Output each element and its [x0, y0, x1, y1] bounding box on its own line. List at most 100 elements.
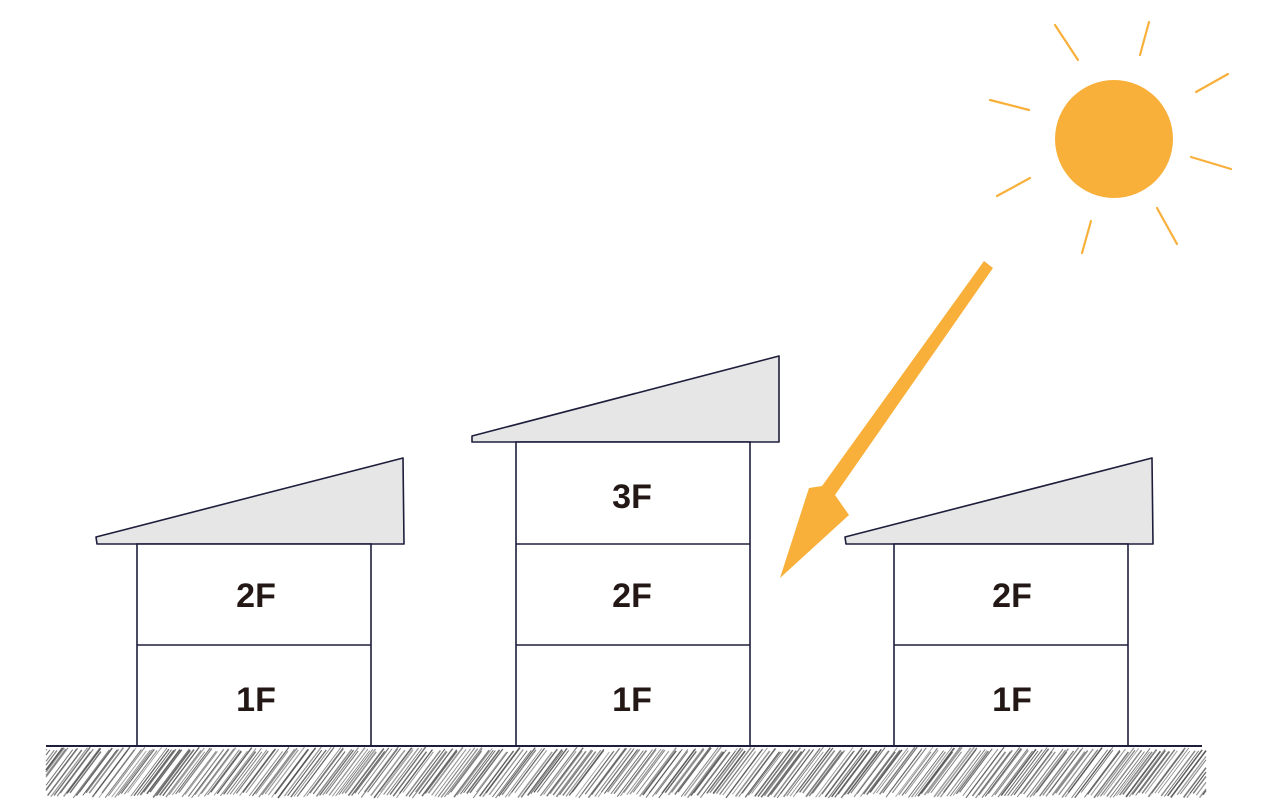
hatch-stroke [517, 751, 553, 798]
hatch-stroke [363, 746, 399, 793]
hatch-stroke [955, 750, 989, 795]
hatch-stroke [319, 749, 355, 796]
hatch-stroke [1112, 748, 1151, 798]
hatch-stroke [677, 747, 712, 793]
hatch-stroke [447, 748, 483, 796]
hatch-stroke [463, 750, 496, 794]
hatch-stroke [389, 746, 427, 796]
sun-ray [1080, 219, 1093, 255]
hatch-stroke [606, 748, 641, 793]
hatch-stroke [997, 750, 1034, 798]
hatch-stroke [549, 750, 583, 795]
hatch-stroke [101, 749, 136, 794]
hatch-stroke [488, 748, 524, 796]
hatch-stroke [347, 748, 385, 797]
hatch-stroke [770, 748, 806, 796]
hatch-stroke [309, 748, 344, 794]
hatch-stroke [719, 747, 756, 795]
floor-label-1f: 1F [612, 681, 652, 719]
hatch-stroke [636, 750, 670, 795]
hatch-stroke [1099, 749, 1136, 797]
building-center: 3F 2F 1F [471, 355, 780, 747]
hatch-stroke [898, 751, 932, 796]
hatch-stroke [693, 749, 727, 794]
hatch-stroke [546, 747, 584, 797]
hatch-stroke [178, 748, 213, 794]
hatch-stroke [332, 748, 369, 797]
hatch-stroke [45, 750, 58, 766]
hatch-stroke [146, 749, 181, 795]
hatch-stroke [1173, 750, 1207, 794]
sun-icon [988, 20, 1233, 255]
hatch-stroke [226, 748, 262, 795]
hatch-stroke [235, 750, 269, 794]
hatch-stroke [1077, 747, 1114, 794]
hatch-stroke [47, 749, 83, 797]
hatch-stroke [149, 749, 183, 793]
hatch-stroke [760, 750, 797, 798]
hatch-stroke [1023, 751, 1056, 795]
hatch-stroke [920, 751, 954, 794]
hatch-stroke [696, 751, 731, 796]
hatch-stroke [715, 747, 752, 794]
hatch-stroke [411, 751, 448, 799]
hatch-stroke [402, 751, 434, 793]
hatch-stroke [834, 749, 872, 798]
hatch-stroke [498, 747, 536, 797]
hatch-stroke [552, 750, 587, 796]
hatch-stroke [351, 750, 386, 796]
hatch-stroke [789, 751, 824, 797]
hatch-stroke [1128, 748, 1166, 798]
hatch-stroke [952, 750, 988, 796]
hatch-stroke [431, 748, 467, 796]
roof [95, 457, 405, 545]
hatch-stroke [882, 746, 918, 794]
hatch-stroke [258, 748, 296, 798]
sun-ray [988, 98, 1031, 112]
hatch-stroke [799, 747, 834, 793]
hatch-stroke [472, 751, 509, 799]
hatch-stroke [261, 747, 298, 796]
hatch-stroke [69, 751, 102, 794]
hatch-stroke [114, 749, 151, 798]
hatch-stroke [968, 751, 1001, 794]
hatch-stroke [1061, 749, 1099, 798]
hatch-stroke [45, 748, 48, 751]
hatch-stroke [466, 749, 501, 794]
hatch-stroke [123, 750, 158, 795]
hatch-stroke [911, 751, 947, 798]
hatch-stroke [648, 751, 681, 794]
hatch-stroke [219, 748, 257, 797]
hatch-stroke [45, 747, 65, 773]
hatch-stroke [200, 747, 237, 795]
hatch-stroke [45, 747, 79, 791]
hatch-stroke [923, 746, 962, 796]
hatch-stroke [85, 748, 120, 794]
hatch-stroke [1182, 767, 1207, 798]
hatch-stroke [603, 749, 639, 794]
hatch-stroke [1122, 749, 1158, 795]
hatch-stroke [949, 749, 986, 797]
floor-label-2f: 2F [236, 577, 276, 615]
hatch-stroke [303, 747, 342, 798]
hatch-stroke [335, 750, 371, 797]
sun-ray [1155, 206, 1179, 246]
building-body [515, 441, 751, 747]
hatch-stroke [1042, 747, 1080, 796]
hatch-stroke [703, 747, 738, 794]
hatch-stroke [66, 747, 102, 794]
hatch-stroke [869, 749, 903, 793]
hatch-stroke [652, 748, 689, 797]
hatch-stroke [248, 751, 284, 797]
hatch-stroke [59, 748, 94, 794]
hatch-stroke [856, 750, 890, 794]
hatch-stroke [399, 749, 434, 794]
hatch-stroke [575, 751, 610, 798]
hatch-stroke [450, 750, 483, 793]
hatch-stroke [930, 751, 962, 794]
hatch-stroke [216, 747, 253, 795]
hatch-stroke [1118, 751, 1153, 796]
hatch-stroke [1125, 750, 1162, 798]
hatch-stroke [383, 747, 420, 796]
floor-label-1f: 1F [236, 681, 276, 719]
